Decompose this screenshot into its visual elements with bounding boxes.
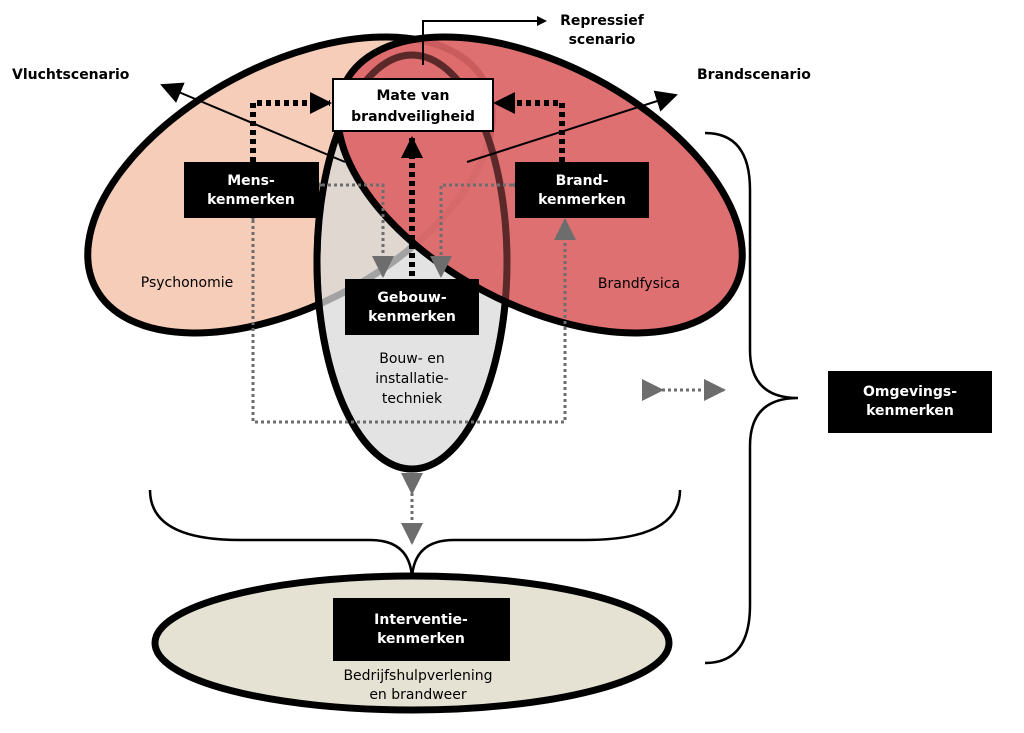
mens-gebouw-arrow	[302, 174, 394, 278]
bouw-label-line2: installatie-	[375, 371, 449, 387]
mens-brand-loop-arrow	[242, 200, 576, 424]
vlucht-label: Vluchtscenario	[12, 67, 130, 83]
brand-scenario-label: Brandscenario	[697, 67, 811, 83]
omgeving-box-line2: kenmerken	[866, 403, 954, 419]
mens-box-line2: kenmerken	[207, 192, 295, 208]
center-box-line1: Mate van	[377, 88, 450, 104]
interventie-label-line1: Bedrijfshulpverlening	[343, 668, 492, 684]
interventie-box	[333, 598, 510, 661]
brand-box-line1: Brand-	[556, 173, 609, 189]
center-box	[332, 78, 494, 132]
brand-to-center-arrow	[493, 92, 565, 162]
brand-box	[515, 162, 649, 218]
repressief-arrow	[422, 16, 547, 65]
mens-box-line1: Mens-	[227, 173, 275, 189]
omgeving-box-line1: Omgevings-	[863, 384, 957, 400]
brandfysica-label: Brandfysica	[598, 276, 680, 292]
repressief-label-line1: Repressief	[560, 13, 645, 29]
right-brace	[704, 131, 799, 665]
gebouw-box-line1: Gebouw-	[377, 290, 447, 306]
mens-box	[184, 162, 319, 218]
center-box-line2: brandveiligheid	[351, 109, 475, 125]
brand-arrow	[466, 90, 678, 163]
gebouw-box-line2: kenmerken	[368, 309, 456, 325]
interventie-label-line2: en brandweer	[369, 687, 467, 703]
interventie-box-line2: kenmerken	[377, 631, 465, 647]
omgeving-box	[828, 371, 992, 433]
mens-to-center-arrow	[250, 92, 332, 162]
bottom-brace	[148, 489, 682, 579]
repressief-label-line2: scenario	[569, 32, 636, 48]
brand-box-line2: kenmerken	[538, 192, 626, 208]
psychonomie-label: Psychonomie	[141, 275, 234, 291]
gebouw-box	[345, 279, 479, 335]
interventie-box-line1: Interventie-	[374, 612, 468, 628]
bouw-label-line3: techniek	[382, 391, 443, 407]
bouw-label-line1: Bouw- en	[379, 351, 444, 367]
